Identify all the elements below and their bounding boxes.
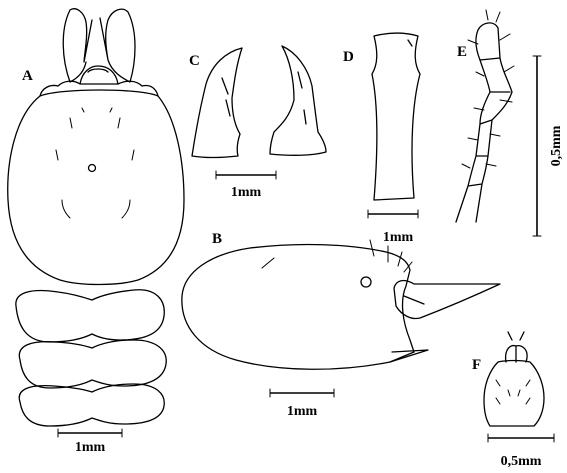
carapace-marks [55,107,135,219]
plate-outline [483,359,545,427]
median-eye-tubercle [79,65,119,85]
drawing-c: C 1mm [189,45,327,200]
lateral-eye [360,276,372,288]
tarsus-segments [455,22,513,223]
carapace-pit [87,163,97,173]
drawing-b: B 1mm [181,231,501,419]
plate-marks [495,379,531,405]
drawing-e: E 0,5mm [455,9,564,237]
segment-2 [18,339,167,389]
scale-label-e: 0,5mm [549,125,564,166]
claw-left [191,47,243,159]
label-b: B [212,231,222,247]
segment-3 [18,383,165,427]
drawing-f: F 0,5mm [472,331,555,469]
drawing-d: D 1mm [343,32,421,245]
chelicera-lateral [389,279,501,363]
body-lateral-outline [181,243,415,370]
drawing-a: A 1mm [7,8,185,455]
setae-e [461,9,515,169]
scale-label-b: 1mm [287,404,318,419]
label-d: D [343,49,354,65]
plate-tubercle [504,331,528,363]
chelicera-left [62,8,93,83]
scale-label-c: 1mm [231,185,262,200]
label-e: E [457,44,467,60]
carapace-outline [7,89,185,286]
anterior-margin [39,80,159,97]
scale-label-a: 1mm [75,440,106,455]
leg-segment [371,32,421,201]
setae-b [261,239,413,273]
label-a: A [22,68,33,84]
scale-label-f: 0,5mm [501,454,542,469]
label-c: C [189,53,200,69]
claw-right [269,45,327,156]
chelicera-right [99,8,136,83]
segment-1 [15,289,165,343]
scale-label-d: 1mm [383,230,414,245]
label-f: F [472,357,481,373]
